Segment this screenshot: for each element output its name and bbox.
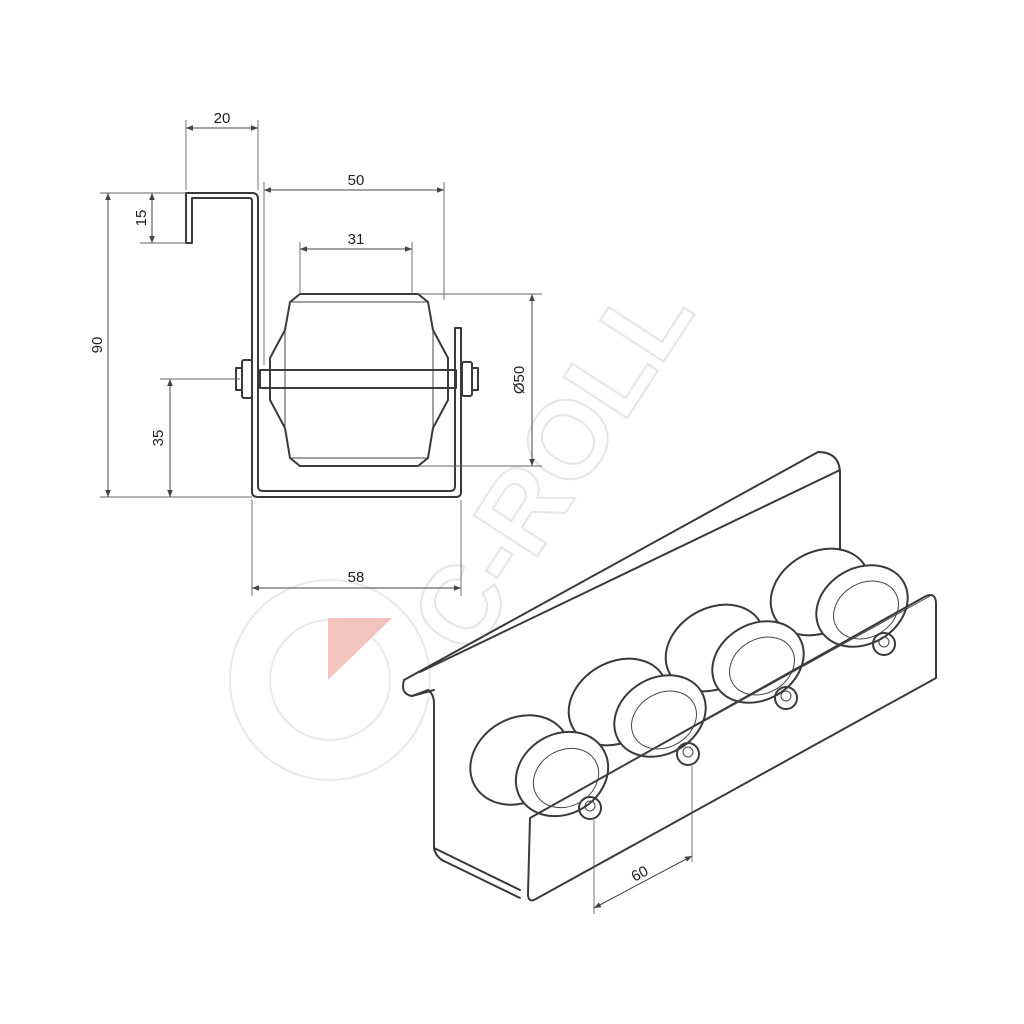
dim-hook-height: 15 <box>133 210 150 227</box>
dim-roller-pitch: 60 <box>629 863 652 886</box>
side-view: 20 15 90 35 50 31 Ø50 58 <box>89 110 542 596</box>
roller-side <box>235 293 479 467</box>
dim-total-height: 90 <box>89 337 106 354</box>
bolt-1 <box>578 796 602 820</box>
roller-2 <box>567 657 707 758</box>
dim-bracket-width: 58 <box>348 569 365 586</box>
roller-1 <box>469 714 610 818</box>
back-plate <box>403 451 841 681</box>
watermark-accent-triangle <box>328 618 392 680</box>
dim-flange-width: 20 <box>214 110 231 127</box>
dim-axle-height: 35 <box>150 430 167 447</box>
bolt-3 <box>774 686 798 710</box>
dim-roller-span: 50 <box>348 172 365 189</box>
bracket-profile <box>185 192 462 498</box>
roller-4 <box>769 547 909 648</box>
front-plate <box>527 594 937 902</box>
watermark-text: C-ROLL <box>387 258 716 673</box>
bolt-2 <box>676 742 700 766</box>
dim-roller-diameter: Ø50 <box>511 366 528 394</box>
roller-3 <box>664 603 805 704</box>
bolt-4 <box>872 632 896 656</box>
isometric-view: 60 <box>402 451 937 914</box>
dim-roller-width: 31 <box>348 231 365 248</box>
